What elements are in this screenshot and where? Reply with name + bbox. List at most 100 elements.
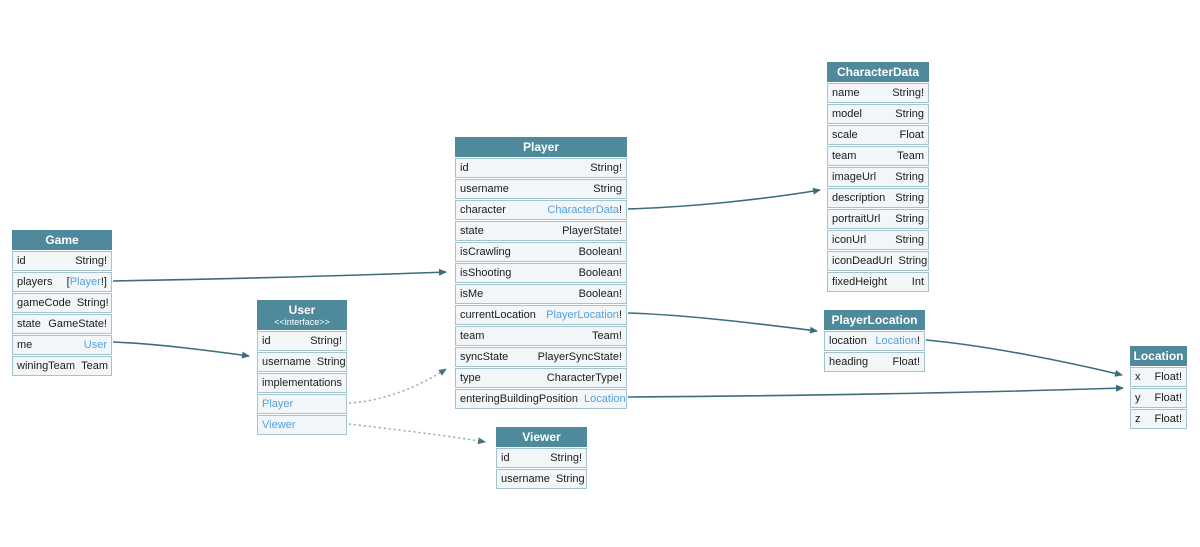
table-title-viewer[interactable]: Viewer	[496, 427, 587, 447]
field-name: character	[460, 204, 506, 216]
field-row-fixedHeight: fixedHeight Int	[827, 272, 929, 292]
field-row-imageUrl: imageUrl String	[827, 167, 929, 187]
type-text: PlayerSyncState!	[537, 351, 622, 363]
field-name: imageUrl	[832, 171, 877, 183]
field-type: CharacterData!	[547, 201, 622, 219]
field-type: Boolean!	[579, 243, 622, 261]
table-title-text: Player	[522, 140, 560, 154]
implementations-label: implementations	[261, 377, 343, 389]
field-type: Float!	[1154, 410, 1182, 428]
field-type: String	[593, 180, 622, 198]
relation-arrow-user-impl-player-to-player	[348, 368, 447, 404]
type-link[interactable]: PlayerLocation	[546, 309, 619, 321]
field-name: username	[460, 183, 509, 195]
field-row-username: username String	[455, 179, 627, 199]
field-name: scale	[832, 129, 858, 141]
field-name: me	[17, 339, 33, 351]
table-title-text: Game	[45, 233, 79, 247]
field-type: String!	[892, 84, 924, 102]
type-text: String	[895, 213, 924, 225]
field-name: isCrawling	[460, 246, 511, 258]
field-row-isMe: isMe Boolean!	[455, 284, 627, 304]
field-name: id	[460, 162, 469, 174]
field-name: team	[832, 150, 857, 162]
field-row-me: me User	[12, 335, 112, 355]
field-name: syncState	[460, 351, 509, 363]
implementation-type-link[interactable]: Viewer	[262, 419, 296, 431]
implementation-type-link[interactable]: Player	[262, 398, 294, 410]
relation-arrow-user-impl-viewer-to-viewer	[348, 423, 486, 445]
type-text: [	[66, 276, 70, 288]
table-title-player[interactable]: Player	[455, 137, 627, 157]
type-text: GameState!	[48, 318, 107, 330]
field-type: Team	[897, 147, 924, 165]
type-link[interactable]: User	[83, 339, 107, 351]
field-type: String!	[310, 332, 342, 350]
type-link[interactable]: Location	[584, 393, 626, 405]
type-text: String	[555, 473, 585, 485]
field-name: fixedHeight	[832, 276, 888, 288]
type-text: Boolean!	[578, 246, 622, 258]
type-link[interactable]: Player	[69, 276, 101, 288]
field-type: Int	[912, 273, 924, 291]
field-row-heading: heading Float!	[824, 352, 925, 372]
type-text: Team	[897, 150, 924, 162]
relation-arrow-game-players-to-player	[112, 268, 447, 282]
field-type: User	[84, 336, 107, 354]
field-row-players: players[Player!]	[12, 272, 112, 292]
table-title-game[interactable]: Game	[12, 230, 112, 250]
field-type: Float!	[892, 353, 920, 371]
table-title-user[interactable]: User<<interface>>	[257, 300, 347, 330]
implementations-label-row: implementations	[257, 373, 347, 393]
field-type: String	[895, 168, 924, 186]
field-name: winingTeam	[17, 360, 76, 372]
table-title-text: CharacterData	[836, 65, 920, 79]
type-link[interactable]: Location	[875, 335, 917, 347]
type-text: String	[895, 234, 924, 246]
type-text: Team!	[592, 330, 622, 342]
type-text: String!	[550, 452, 582, 464]
field-row-portraitUrl: portraitUrl String	[827, 209, 929, 229]
table-title-characterdata[interactable]: CharacterData	[827, 62, 929, 82]
type-text: Boolean!	[578, 267, 622, 279]
relation-arrow-player-enteringbuildingposition-to-location	[627, 384, 1124, 398]
field-name: heading	[829, 356, 869, 368]
field-row-isCrawling: isCrawling Boolean!	[455, 242, 627, 262]
field-name: portraitUrl	[832, 213, 881, 225]
type-text: String	[895, 108, 924, 120]
field-type: Float!	[1154, 389, 1182, 407]
type-link[interactable]: CharacterData	[547, 204, 619, 216]
type-text: Team	[81, 360, 108, 372]
table-subtitle: <<interface>>	[274, 317, 330, 327]
field-name: description	[832, 192, 886, 204]
field-type: Boolean!	[579, 285, 622, 303]
table-title-playerlocation[interactable]: PlayerLocation	[824, 310, 925, 330]
type-text: PlayerState!	[562, 225, 622, 237]
field-type: String!	[75, 252, 107, 270]
type-text: Float!	[892, 356, 920, 368]
field-name: isMe	[460, 288, 484, 300]
field-type: String	[899, 252, 928, 270]
type-text: String	[593, 183, 622, 195]
type-text: String	[895, 192, 924, 204]
table-title-location[interactable]: Location	[1130, 346, 1187, 366]
field-type: Location	[584, 390, 626, 408]
field-type: Float!	[1154, 368, 1182, 386]
field-type: [Player!]	[67, 273, 107, 291]
